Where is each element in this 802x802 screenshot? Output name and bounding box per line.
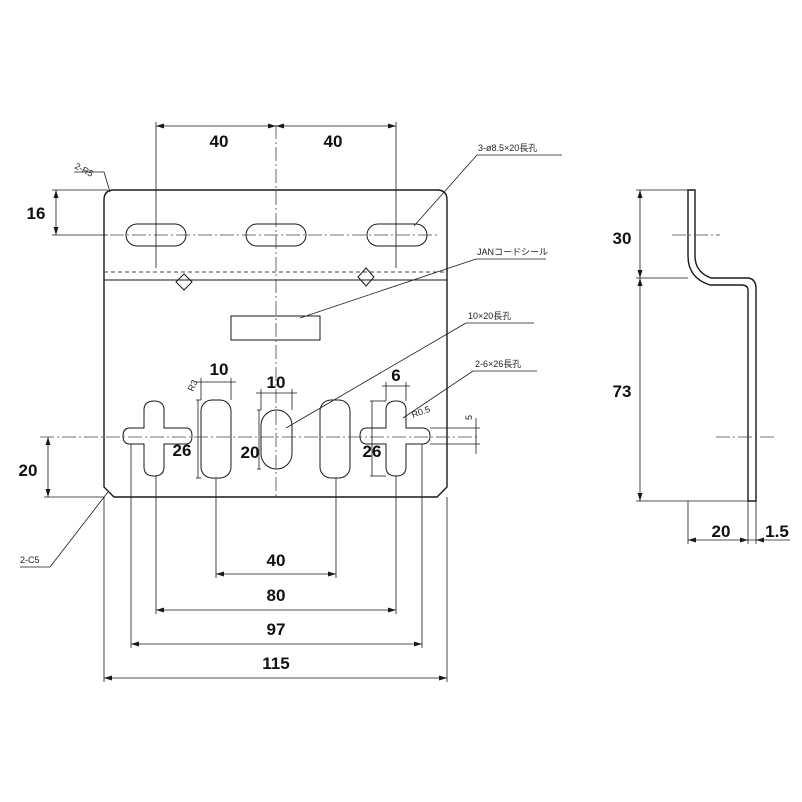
slot-6x26-right [319,399,351,479]
dim-top-left: 40 [210,132,229,151]
side-view: 30 73 20 1.5 [613,189,790,544]
dim-slot-a-height: 26 [173,441,192,460]
dim-bottom-80: 80 [267,586,286,605]
dim-bottom-40: 40 [267,551,286,570]
diamond-mark-left [175,273,193,291]
note-top-slots: 3-ø8.5×20長孔 [478,143,537,153]
front-view [40,125,480,498]
dim-slot-b-width: 6 [391,366,400,385]
dim-bottom-97: 97 [267,620,286,639]
dim-side-73: 73 [613,382,632,401]
note-side-slots: 2-6×26長孔 [475,359,521,369]
note-corner-radius: 2-R5 [73,161,95,179]
dim-side-20: 20 [712,522,731,541]
dim-side-30: 30 [613,229,632,248]
dim-slot-a-width: 10 [210,360,229,379]
dim-left-20: 20 [19,461,38,480]
dim-side-thickness: 1.5 [765,522,789,541]
dim-center-slot-height: 20 [241,443,260,462]
note-chamfer: 2-C5 [20,555,40,565]
jan-code-label-area [230,315,321,341]
keyhole-slot-right [359,400,431,477]
note-jan-seal: JANコードシール [477,247,548,257]
dim-right-5: 5 [464,415,474,420]
note-center-slot: 10×20長孔 [468,311,511,321]
slot-6x26-left [200,399,232,479]
dim-center-slot-width: 10 [267,373,286,392]
plate-outline [103,189,448,498]
dim-r3: R3 [186,378,200,393]
diamond-mark-right [357,267,375,287]
dim-bottom-115: 115 [262,654,289,673]
leader-notes: 2-R5 3-ø8.5×20長孔 JANコードシール 10×20長孔 2-6×2… [20,143,562,568]
dim-top-right: 40 [324,132,343,151]
top-slots [110,223,440,247]
side-profile-outer [687,189,757,502]
dim-slot-b-height: 26 [363,442,382,461]
front-dimensions: 40 40 16 20 10 R3 26 10 20 [19,122,480,682]
center-slot-10x20 [260,409,293,470]
keyhole-slot-left [122,400,193,477]
dim-left-16: 16 [27,204,46,223]
